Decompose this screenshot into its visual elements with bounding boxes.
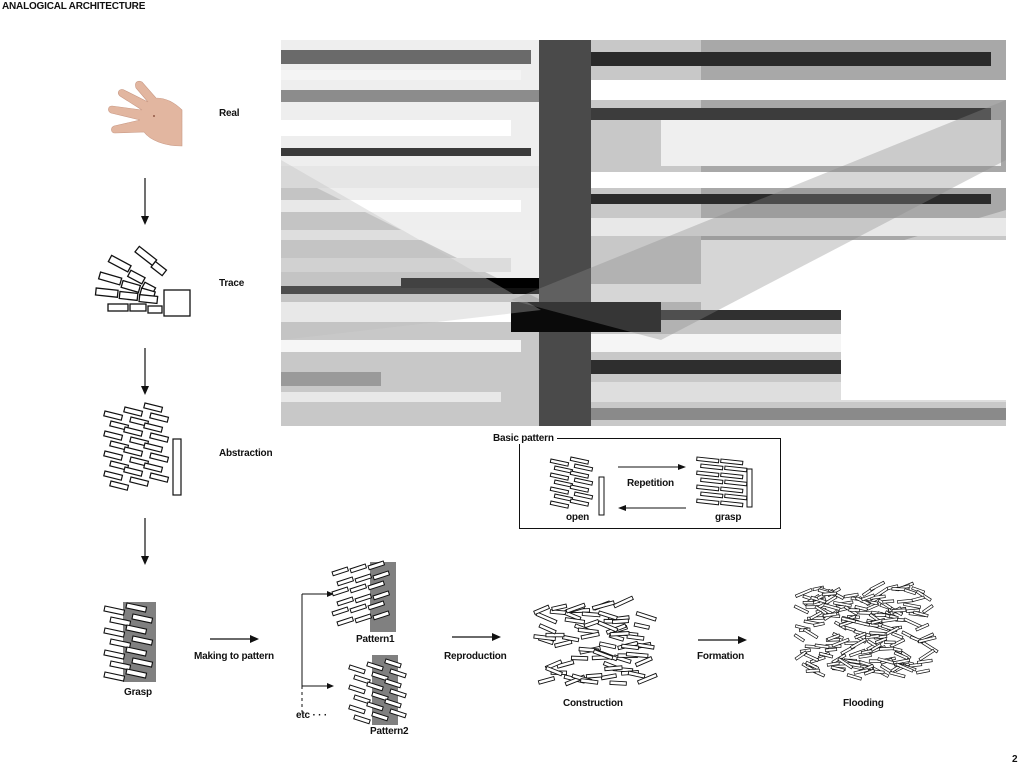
arrow-right-icon — [210, 635, 259, 643]
real-hand-photo — [108, 80, 183, 147]
arrow-down-icon — [141, 348, 149, 395]
formation-label: Formation — [697, 651, 745, 662]
stage-label-trace: Trace — [219, 278, 245, 289]
arrow-right-icon — [618, 464, 686, 470]
traced-hand-diagram — [94, 245, 191, 317]
stage-label-real: Real — [219, 108, 240, 119]
repetition-label: Repetition — [627, 478, 674, 489]
arrow-down-icon — [141, 178, 149, 225]
arrow-left-icon — [618, 505, 686, 511]
stage-label-abstraction: Abstraction — [219, 448, 273, 459]
grasp-caption: Grasp — [124, 687, 152, 698]
branch-connector — [301, 591, 334, 712]
render-image — [281, 40, 1006, 426]
arrow-down-icon — [141, 518, 149, 565]
construction-caption: Construction — [563, 698, 623, 709]
page-number: 2 — [1012, 754, 1018, 765]
pattern2-diagram — [348, 655, 407, 725]
grasp-pattern-icon — [696, 456, 753, 508]
making-to-pattern-label: Making to pattern — [194, 651, 274, 662]
flooding-diagram — [793, 580, 939, 681]
abstraction-pattern-diagram — [103, 402, 182, 496]
construction-diagram — [533, 595, 658, 687]
architectural-render — [281, 40, 1006, 426]
pattern2-caption: Pattern2 — [370, 726, 409, 737]
pattern1-caption: Pattern1 — [356, 634, 395, 645]
arrow-right-icon — [698, 636, 747, 644]
flooding-caption: Flooding — [843, 698, 884, 709]
basic-pattern-title: Basic pattern — [490, 433, 557, 444]
grasp-label: grasp — [715, 512, 742, 523]
pattern1-diagram — [331, 560, 396, 632]
grasp-diagram — [103, 602, 156, 682]
basic-pattern-box — [519, 438, 781, 529]
arrow-right-icon — [452, 633, 501, 641]
reproduction-label: Reproduction — [444, 651, 507, 662]
open-label: open — [566, 512, 590, 523]
etc-label: etc · · · — [296, 710, 327, 721]
document-title: ANALOGICAL ARCHITECTURE — [2, 1, 146, 12]
etc-text: etc — [296, 710, 310, 721]
open-pattern-icon — [549, 456, 605, 516]
